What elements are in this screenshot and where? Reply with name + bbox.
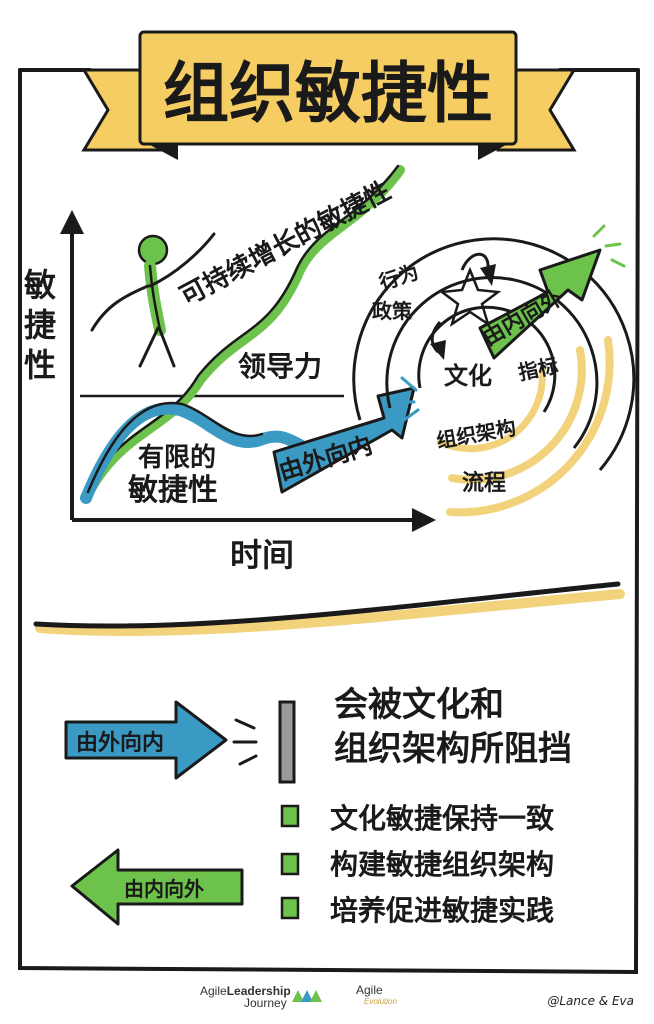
section-divider (35, 589, 625, 637)
action-checkbox-2 (280, 852, 300, 876)
page-title: 组织敏捷性 (163, 55, 493, 132)
impact-marks (396, 376, 420, 422)
logo2-word-agile: Agile (356, 983, 383, 997)
y-axis-label-char-1: 敏 (24, 266, 56, 304)
limited-agility-label-line1: 有限的 (138, 442, 216, 473)
circle-label-culture: 文化 (444, 362, 492, 390)
circle-label-behavior: 行为 (375, 260, 421, 295)
sustainable-growth-curve (81, 165, 405, 503)
impact-marks-lower (232, 718, 258, 766)
logo1-word-agile: Agile (200, 984, 227, 998)
agile-leadership-journey-logo: AgileLeadership Journey (200, 985, 291, 1009)
inside-out-arrow-lower: 由内向外 (70, 848, 244, 926)
logo-triangles-icon (292, 990, 322, 1002)
limited-agility-label-line2: 敏捷性 (128, 473, 218, 508)
action-item-3: 培养促进敏捷实践 (330, 894, 554, 927)
circle-label-process: 流程 (462, 470, 506, 496)
action-checkbox-1 (280, 804, 300, 828)
inside-out-label: 由内向外 (478, 285, 567, 352)
page-frame (18, 68, 640, 975)
action-checkbox-3 (280, 896, 300, 920)
author-credit: @Lance & Eva (547, 994, 634, 1008)
outside-in-arrow-lower: 由外向内 (64, 700, 228, 780)
culture-circles (352, 237, 636, 517)
logo2-word-evolution: Evolution (364, 997, 397, 1006)
x-axis-label: 时间 (230, 536, 294, 574)
burst-marks (592, 224, 626, 268)
limited-agility-curve (80, 402, 306, 504)
leadership-label: 领导力 (238, 350, 322, 383)
logo1-word-journey: Journey (244, 996, 287, 1010)
circle-label-decision: 政策 (372, 299, 413, 323)
inside-out-arrow: 由内向外 (478, 248, 602, 360)
y-axis-label-char-2: 捷 (24, 306, 56, 344)
blocked-text-line1: 会被文化和 (334, 685, 504, 725)
chart-axes (60, 210, 436, 532)
action-item-2: 构建敏捷组织架构 (330, 848, 554, 881)
blocking-wall (278, 700, 296, 784)
leader-figure-icon (90, 232, 216, 368)
agile-evolution-logo: Agile Evolution (356, 984, 397, 1008)
outside-in-label-lower: 由外向内 (76, 730, 164, 756)
inside-out-label-lower: 由内向外 (124, 877, 204, 901)
y-axis-label: 敏 捷 性 (24, 266, 56, 384)
title-banner: 组织敏捷性 (81, 30, 577, 160)
logo1-word-leadership: Leadership (226, 984, 291, 998)
y-axis-label-char-3: 性 (24, 346, 56, 384)
blocked-text-line2: 组织架构所阻挡 (334, 729, 572, 769)
action-item-1: 文化敏捷保持一致 (330, 802, 555, 835)
